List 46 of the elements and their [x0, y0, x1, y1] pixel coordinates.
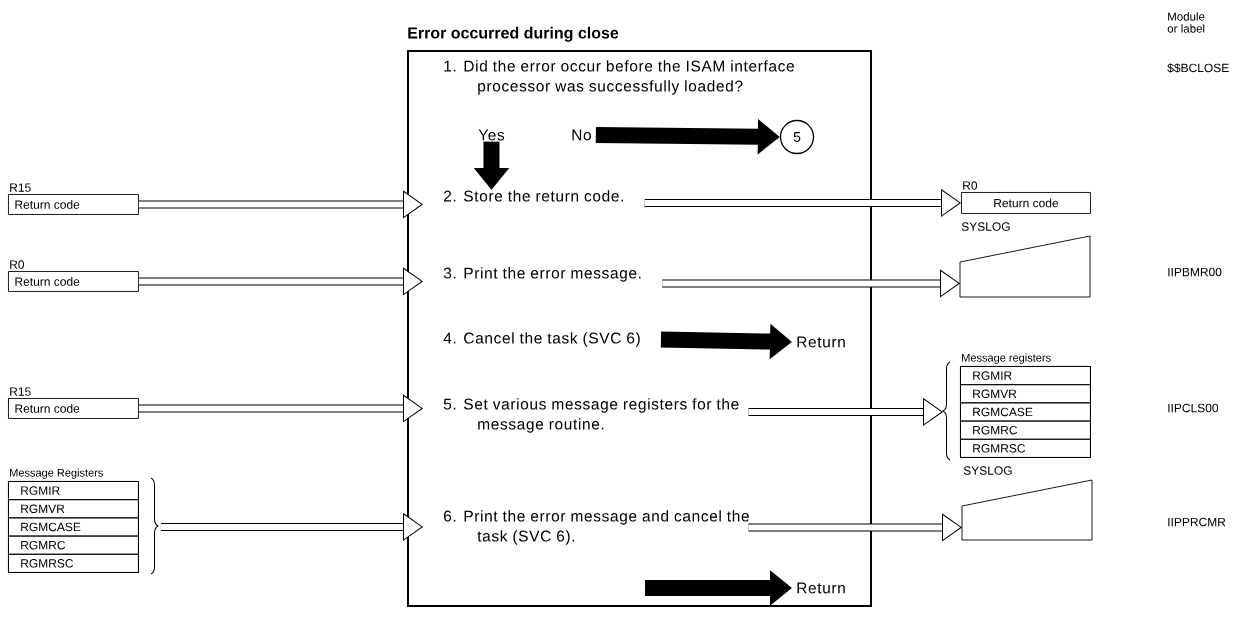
hollow-arrow [160, 513, 423, 541]
hollow-arrow [662, 269, 960, 298]
flow-label: Yes [478, 129, 505, 141]
flow-label: Return [797, 336, 845, 348]
table-row: RGMIR [960, 366, 1091, 386]
table-row: RGMRC [8, 535, 139, 555]
node-label: Message Registers [10, 468, 103, 479]
node-label: SYSLOG [961, 222, 1010, 231]
node-label: R0 [963, 181, 978, 190]
register-box: R0 Return code [8, 260, 139, 292]
step-text: 1. Did the error occur before the ISAM interface processor was successfully loaded? [444, 60, 794, 95]
table-row: RGMRSC [8, 553, 139, 573]
node-label: Message registers [962, 353, 1051, 364]
table-row: RGMIR [8, 481, 139, 501]
node-label: Error occurred during close [408, 26, 619, 42]
hollow-arrow [138, 190, 423, 219]
node-label: R0 [10, 260, 25, 269]
table-row: RGMCASE [960, 402, 1091, 422]
step-text: 5. Set various message registers for the message routine. [443, 398, 739, 433]
node-label: R15 [10, 183, 31, 192]
hollow-arrow [748, 398, 943, 426]
module-name: IIPCLS00 [1168, 403, 1219, 413]
register-box: R0 Return code [961, 181, 1091, 214]
module-name: IIPBMR00 [1168, 267, 1222, 277]
hollow-arrow [138, 267, 423, 296]
table-row: RGMCASE [8, 517, 139, 537]
flow-label: Return [797, 582, 845, 594]
register-box: R15 Return code [8, 387, 139, 419]
column-heading: Module or label [1167, 12, 1205, 33]
table-row: RGMVR [960, 384, 1091, 404]
flow-label: No [572, 129, 591, 141]
table-row: RGMRC [960, 420, 1091, 440]
step-text: 3. Print the error message. [443, 267, 641, 282]
step-text: 2. Store the return code. [444, 190, 623, 202]
table-row: RGMVR [8, 499, 139, 519]
table-row: RGMRSC [960, 438, 1091, 458]
node-label: SYSLOG [963, 466, 1012, 475]
module-name: $$BCLOSE [1167, 63, 1229, 73]
module-name: IIPPRCMR [1168, 517, 1226, 527]
hollow-arrow [748, 513, 962, 542]
hollow-arrow [644, 189, 961, 217]
step-text: 6. Print the error message and cancel the task (SVC 6). [444, 510, 749, 545]
hollow-arrow [138, 394, 423, 423]
step-text: 4. Cancel the task (SVC 6) [443, 332, 640, 347]
node-label: R15 [10, 387, 31, 396]
register-box: R15 Return code [8, 183, 139, 215]
